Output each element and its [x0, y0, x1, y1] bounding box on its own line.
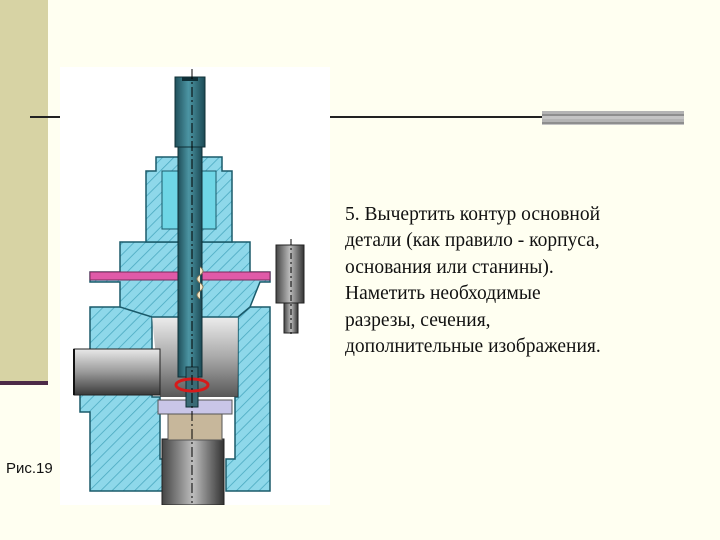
thread-break: [196, 266, 204, 300]
valve-seat: [167, 411, 223, 441]
slide-body-text: 5. Вычертить контур основной детали (как…: [345, 204, 601, 358]
stem: [177, 146, 203, 378]
header-rule-right: [330, 116, 542, 118]
left-decor-line: [0, 381, 48, 385]
header-rule-grey-bar: [542, 111, 684, 125]
stud-nut: [275, 244, 305, 304]
stem-top: [174, 76, 206, 148]
valve-drawing-figure: [60, 67, 330, 506]
outlet-pipe: [161, 438, 225, 506]
header-rule-left: [30, 116, 60, 118]
figure-label: Рис.19: [6, 460, 53, 477]
left-decor-band: [0, 0, 48, 384]
inlet-pipe: [73, 348, 161, 396]
valve-cross-section-drawing: [73, 69, 305, 506]
